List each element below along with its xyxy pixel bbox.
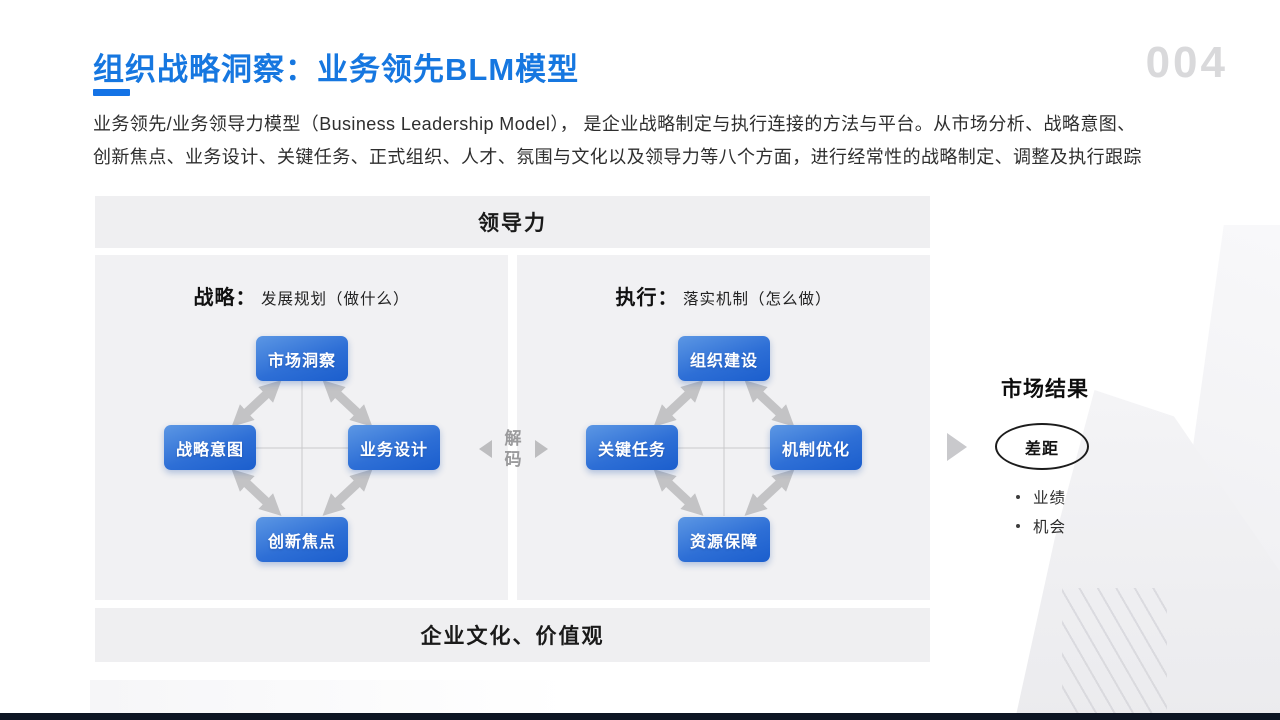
page-title: 组织战略洞察：业务领先BLM模型 <box>93 52 580 87</box>
node-org-building: 组织建设 <box>678 336 770 381</box>
execution-links-graphic <box>653 380 795 516</box>
bullet-icon <box>1016 524 1020 528</box>
leadership-bar-label: 领导力 <box>478 212 547 235</box>
description: 业务领先/业务领导力模型（Business Leadership Model），… <box>93 108 1142 174</box>
execution-heading: 执行： <box>615 287 679 309</box>
node-resource-guarantee: 资源保障 <box>678 517 770 562</box>
arrow-right-icon <box>534 440 548 458</box>
execution-subheading: 落实机制（怎么做） <box>682 291 832 308</box>
footer-bar <box>0 713 1280 720</box>
background-decoration-lines <box>1062 588 1167 720</box>
strategy-links-graphic <box>231 380 373 516</box>
page-number: 004 <box>1145 38 1228 87</box>
title-underline <box>93 89 130 96</box>
result-arrow-icon <box>947 433 967 461</box>
decode-label: 解码 <box>504 429 522 469</box>
bullet-opportunity: 机会 <box>1033 519 1067 536</box>
list-item: 业绩 <box>1016 487 1066 507</box>
result-bullet-list: 业绩 机会 <box>1016 487 1066 545</box>
bullet-icon <box>1016 495 1020 499</box>
strategy-subheading: 发展规划（做什么） <box>260 291 410 308</box>
description-line-2: 创新焦点、业务设计、关键任务、正式组织、人才、氛围与文化以及领导力等八个方面，进… <box>93 147 1142 167</box>
gap-oval: 差距 <box>995 423 1089 470</box>
arrow-left-icon <box>478 440 492 458</box>
node-innovation-focus: 创新焦点 <box>256 517 348 562</box>
culture-bar-label: 企业文化、价值观 <box>420 625 605 648</box>
node-strategic-intent: 战略意图 <box>164 425 256 470</box>
execution-panel: 执行： 落实机制（怎么做） 组织建设 关键任务 机制优化 资源保障 <box>517 255 930 600</box>
strategy-heading: 战略： <box>193 287 257 309</box>
market-result-title: 市场结果 <box>1001 378 1089 401</box>
strategy-header: 战略： 发展规划（做什么） <box>95 281 508 310</box>
strategy-panel: 战略： 发展规划（做什么） 市场洞察 战略意图 业务设计 创新焦点 <box>95 255 508 600</box>
list-item: 机会 <box>1016 516 1066 536</box>
node-business-design: 业务设计 <box>348 425 440 470</box>
node-key-tasks: 关键任务 <box>586 425 678 470</box>
leadership-bar: 领导力 <box>95 196 930 248</box>
node-mechanism-optimization: 机制优化 <box>770 425 862 470</box>
bullet-performance: 业绩 <box>1033 490 1067 507</box>
culture-bar: 企业文化、价值观 <box>95 608 930 662</box>
node-market-insight: 市场洞察 <box>256 336 348 381</box>
execution-header: 执行： 落实机制（怎么做） <box>517 281 930 310</box>
background-decoration-glow <box>90 680 570 714</box>
decode-connector: 解码 <box>452 420 574 478</box>
description-line-1: 业务领先/业务领导力模型（Business Leadership Model），… <box>93 114 1136 134</box>
